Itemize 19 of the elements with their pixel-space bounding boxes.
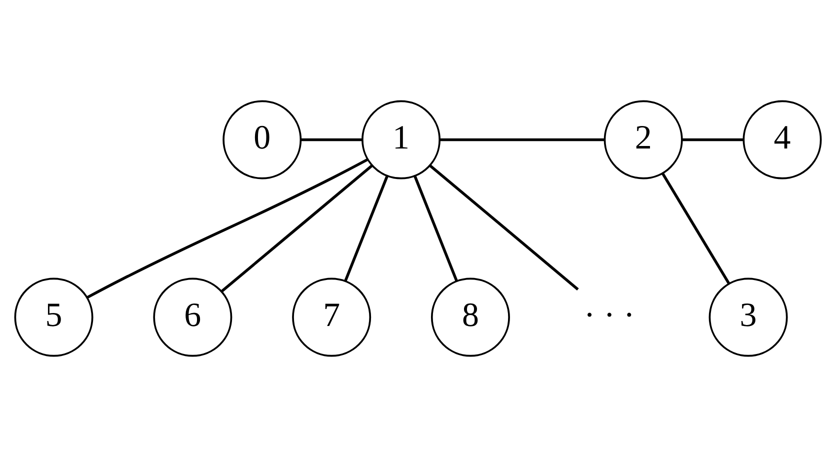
node-circle: 1 <box>362 100 441 179</box>
node-circle: 2 <box>604 100 683 179</box>
node-circle: 4 <box>742 100 822 179</box>
connector <box>682 138 744 141</box>
node-circle: 3 <box>708 277 788 356</box>
node-text: · · · <box>584 296 635 334</box>
node-circle: 5 <box>14 277 94 356</box>
node-circle: 8 <box>430 277 510 356</box>
node-circle: 6 <box>153 277 232 356</box>
connector <box>221 164 373 292</box>
connector <box>440 138 604 141</box>
connector <box>86 158 368 298</box>
connector <box>301 138 362 141</box>
connector <box>429 164 579 290</box>
connector <box>414 175 458 281</box>
connector <box>661 172 730 284</box>
node-circle: 7 <box>292 277 372 356</box>
connector <box>344 175 388 281</box>
node-circle: 0 <box>222 100 302 179</box>
